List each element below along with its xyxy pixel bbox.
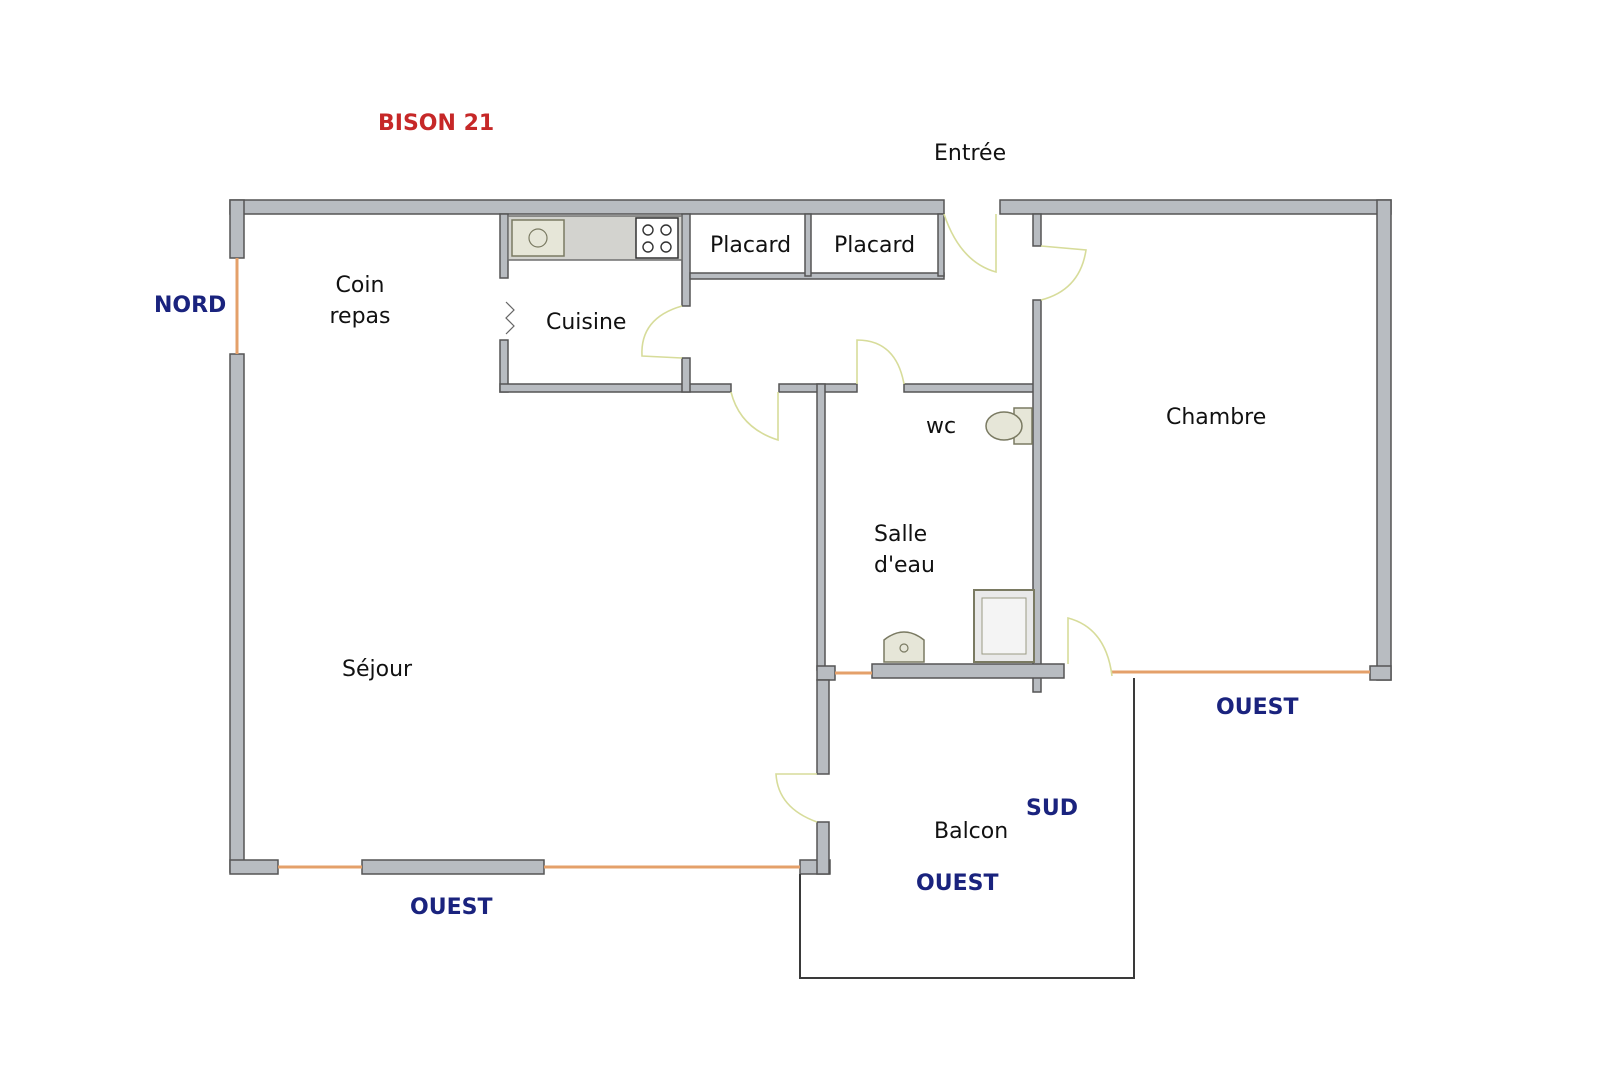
label-balcon: Balcon bbox=[934, 819, 1008, 844]
wall-kitchen-bottom bbox=[499, 383, 732, 393]
interior-walls bbox=[499, 213, 1065, 875]
label-nord: NORD bbox=[154, 293, 226, 318]
wall-placard-front bbox=[689, 272, 945, 280]
wall-bath-left bbox=[816, 383, 826, 671]
exterior-walls bbox=[229, 199, 1392, 875]
door-cuisine[interactable] bbox=[641, 305, 683, 359]
sink-icon bbox=[511, 219, 565, 257]
door-sejour[interactable] bbox=[730, 391, 779, 442]
wall-bath-bottom-pier bbox=[816, 665, 836, 681]
wall-right bbox=[1376, 199, 1392, 681]
label-wc: wc bbox=[926, 414, 956, 439]
label-ouest-sejour: OUEST bbox=[410, 895, 492, 920]
label-cuisine: Cuisine bbox=[546, 310, 626, 335]
plan-title: BISON 21 bbox=[378, 111, 494, 136]
burner-icon bbox=[660, 241, 672, 253]
wall-chambre-left-top bbox=[1032, 213, 1042, 247]
wall-bath-bottom bbox=[871, 663, 1065, 679]
label-deau: d'eau bbox=[874, 553, 935, 578]
burner-icon bbox=[642, 224, 654, 236]
shower-icon bbox=[973, 589, 1035, 663]
sink-drain-icon bbox=[528, 228, 548, 248]
wall-placard-end bbox=[937, 213, 945, 277]
wall-sejour-right-upper bbox=[816, 679, 830, 775]
wall-corridor-bottom-b bbox=[903, 383, 1041, 393]
wall-top-right bbox=[999, 199, 1392, 215]
label-entree: Entrée bbox=[934, 141, 1006, 166]
wall-kitchen-left-upper bbox=[499, 213, 509, 279]
wall-left-lower bbox=[229, 353, 245, 873]
label-repas: repas bbox=[329, 304, 390, 329]
washbasin-icon bbox=[883, 631, 925, 663]
wall-sejour-right-lower bbox=[816, 821, 830, 875]
doors bbox=[505, 213, 1113, 823]
label-ouest-balcon: OUEST bbox=[916, 871, 998, 896]
toilet-icon bbox=[985, 407, 1033, 445]
label-sud: SUD bbox=[1026, 796, 1078, 821]
label-placard-1: Placard bbox=[710, 233, 791, 258]
wall-kitchen-right-upper bbox=[681, 213, 691, 307]
door-balcon-chambre[interactable] bbox=[1067, 616, 1113, 677]
kitchen-counter bbox=[507, 215, 683, 261]
door-bath[interactable] bbox=[856, 339, 905, 385]
wall-placard-divider bbox=[804, 213, 812, 277]
label-coin: Coin bbox=[336, 273, 385, 298]
wall-chambre-left bbox=[1032, 299, 1042, 693]
stove-icon bbox=[635, 217, 679, 259]
door-chambre[interactable] bbox=[1040, 245, 1087, 301]
label-ouest-chambre: OUEST bbox=[1216, 695, 1298, 720]
wall-bottom-pier-2 bbox=[361, 859, 545, 875]
wall-bottom-pier-1 bbox=[229, 859, 279, 875]
door-cuisine-folding[interactable] bbox=[505, 301, 515, 335]
balcony-railing bbox=[799, 678, 1135, 979]
wall-top-left bbox=[229, 199, 945, 215]
wall-left-upper bbox=[229, 199, 245, 259]
wall-right-corner bbox=[1369, 665, 1392, 681]
burner-icon bbox=[660, 224, 672, 236]
door-balcon-sejour[interactable] bbox=[775, 773, 818, 823]
label-salle: Salle bbox=[874, 522, 927, 547]
door-entree[interactable] bbox=[943, 213, 997, 274]
windows bbox=[235, 258, 1370, 869]
wall-kitchen-right-lower bbox=[681, 357, 691, 393]
label-placard-2: Placard bbox=[834, 233, 915, 258]
burner-icon bbox=[642, 241, 654, 253]
label-sejour: Séjour bbox=[342, 657, 413, 682]
label-chambre: Chambre bbox=[1166, 405, 1266, 430]
